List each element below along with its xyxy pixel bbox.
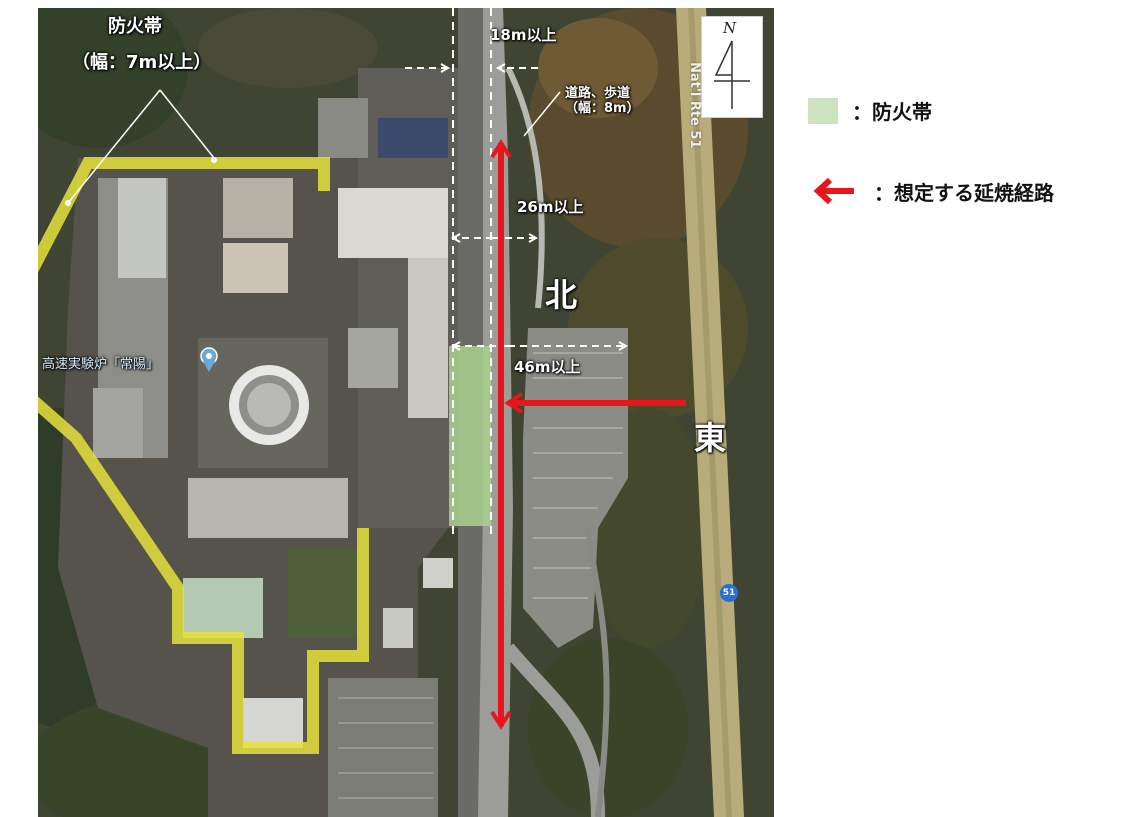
north-compass: N	[701, 16, 763, 118]
dimension-label-46m: 46m以上	[514, 358, 581, 376]
legend-route: ：想定する延焼経路	[790, 176, 1054, 206]
poi-name-label[interactable]: 高速実験炉「常陽」	[42, 357, 160, 372]
road-label: 道路、歩道 （幅：8m）	[565, 86, 640, 116]
legend: ：防火帯 ：想定する延焼経路	[790, 96, 1120, 226]
east-label: 東	[694, 419, 727, 457]
firebreak-label: 防火帯	[108, 16, 162, 37]
legend-firebreak-text: ：防火帯	[852, 100, 932, 124]
map-view[interactable]: 防火帯 （幅：7m以上） 18m以上 道路、歩道 （幅：8m） 26m以上 北 …	[38, 8, 774, 817]
buildings	[93, 98, 453, 748]
north-label: 北	[545, 276, 578, 314]
road-label-line1: 道路、歩道	[565, 86, 631, 101]
dimension-label-18m: 18m以上	[490, 26, 557, 44]
reactor-dome	[229, 365, 309, 445]
aerial-image	[38, 8, 774, 817]
firebreak-zone	[449, 346, 491, 526]
road-name-label: Nat'l Rte 51	[687, 62, 702, 149]
fire-spread-arrows	[490, 139, 686, 730]
north-arrow-icon	[714, 40, 750, 109]
poi-marker-icon[interactable]	[200, 347, 218, 372]
route-shield-icon: 51	[720, 584, 738, 602]
firebreak-swatch	[808, 97, 838, 124]
legend-firebreak: ：防火帯	[790, 96, 932, 125]
red-arrow-icon	[813, 177, 854, 205]
firebreak-width-label: （幅：7m以上）	[72, 52, 212, 73]
road-label-line2: （幅：8m）	[565, 101, 640, 116]
dimension-label-26m: 26m以上	[517, 198, 584, 216]
parking-lots	[328, 328, 628, 817]
firebreak-outline	[38, 157, 369, 754]
legend-route-text: ：想定する延焼経路	[874, 180, 1054, 205]
compass-letter: N	[723, 19, 737, 37]
national-route	[676, 8, 744, 817]
